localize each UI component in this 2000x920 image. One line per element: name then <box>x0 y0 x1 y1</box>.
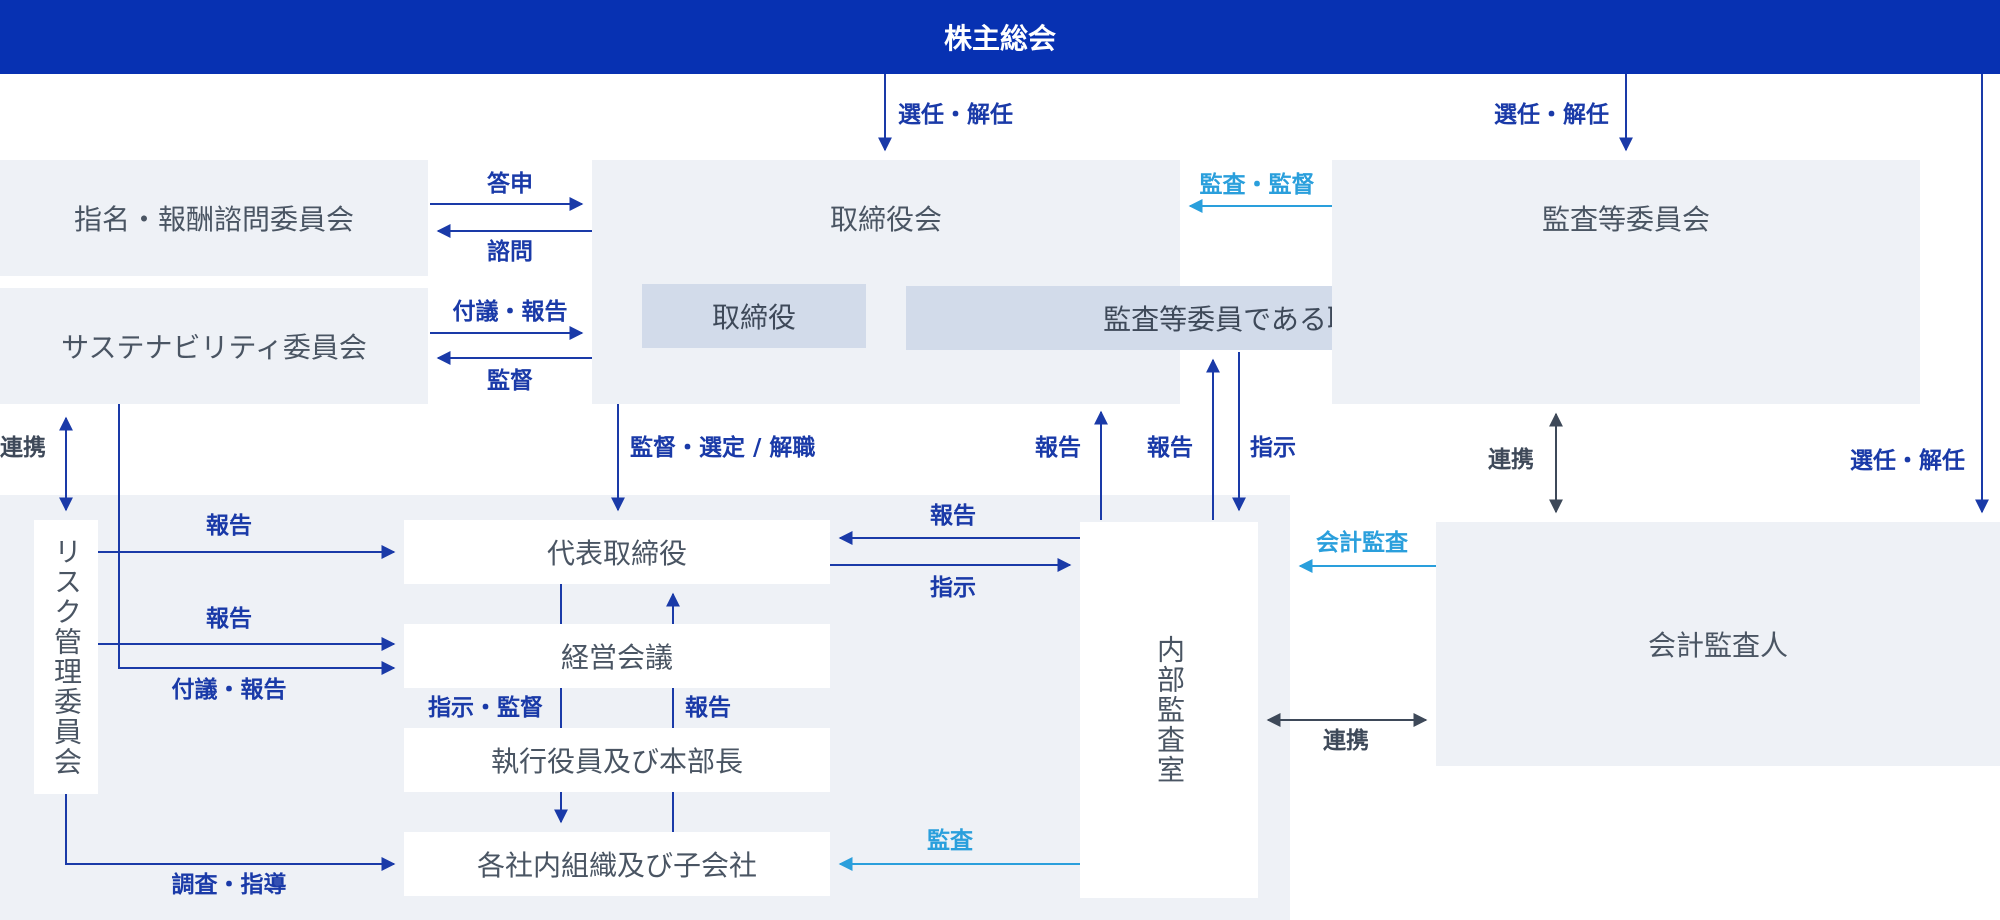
representative-director[interactable]: 代表取締役 <box>404 520 830 584</box>
risk-committee[interactable]: リスク管理委員会 <box>34 520 98 794</box>
label-propose-report: 付議・報告 <box>452 299 568 325</box>
label-instruct-audit-director: 指示 <box>1250 435 1296 461</box>
label-report-board-2: 報告 <box>1147 435 1193 461</box>
label-consult: 諮問 <box>487 239 533 265</box>
management-meeting[interactable]: 経営会議 <box>404 624 830 688</box>
label-mgmt-report: 報告 <box>685 695 731 721</box>
label-instruct-supervise: 指示・監督 <box>428 695 543 721</box>
shareholders-meeting[interactable]: 株主総会 <box>0 0 2000 74</box>
label-supervise: 監督 <box>487 368 533 394</box>
director-box[interactable]: 取締役 <box>642 284 866 348</box>
label-risk-report-2: 報告 <box>206 606 252 632</box>
arrow-sustainability-report <box>118 404 396 675</box>
label-liaison-risk: 連携 <box>0 435 46 461</box>
label-elect-dismiss-board: 選任・解任 <box>898 102 1013 128</box>
audit-committee-title: 監査等委員会 <box>1541 203 1710 236</box>
label-elect-dismiss-audit: 選任・解任 <box>1494 102 1609 128</box>
board-title: 取締役会 <box>829 203 942 236</box>
label-audit-supervise: 監査・監督 <box>1199 172 1315 198</box>
label-supervise-appoint: 監督・選定 / 解職 <box>630 435 816 461</box>
label-elect-dismiss-accounting: 選任・解任 <box>1850 448 1965 474</box>
label-rep-instruct-ia: 指示 <box>930 575 976 601</box>
label-liaison-audit: 連携 <box>1488 447 1534 473</box>
label-risk-report-1: 報告 <box>206 513 252 539</box>
label-investigate: 調査・指導 <box>171 872 287 898</box>
label-report-answer: 答申 <box>487 171 533 197</box>
audit-committee[interactable]: 監査等委員会 <box>1332 160 1920 404</box>
nomination-committee[interactable]: 指名・報酬諮問委員会 <box>0 160 428 276</box>
label-report-board-1: 報告 <box>1035 435 1081 461</box>
label-ia-audit: 監査 <box>927 828 973 854</box>
subsidiaries[interactable]: 各社内組織及び子会社 <box>404 832 830 896</box>
internal-audit-office[interactable]: 内部監査室 <box>1080 522 1258 898</box>
arrow-investigate <box>65 794 396 871</box>
sustainability-committee[interactable]: サステナビリティ委員会 <box>0 288 428 404</box>
accounting-auditor[interactable]: 会計監査人 <box>1436 522 2000 766</box>
label-risk-propose-report: 付議・報告 <box>171 677 287 703</box>
label-liaison-ia: 連携 <box>1323 728 1369 754</box>
board-of-directors[interactable]: 取締役会 <box>592 160 1180 404</box>
label-accounting-audit: 会計監査 <box>1316 530 1408 556</box>
executive-officers[interactable]: 執行役員及び本部長 <box>404 728 830 792</box>
label-ia-report-rep: 報告 <box>930 503 976 529</box>
